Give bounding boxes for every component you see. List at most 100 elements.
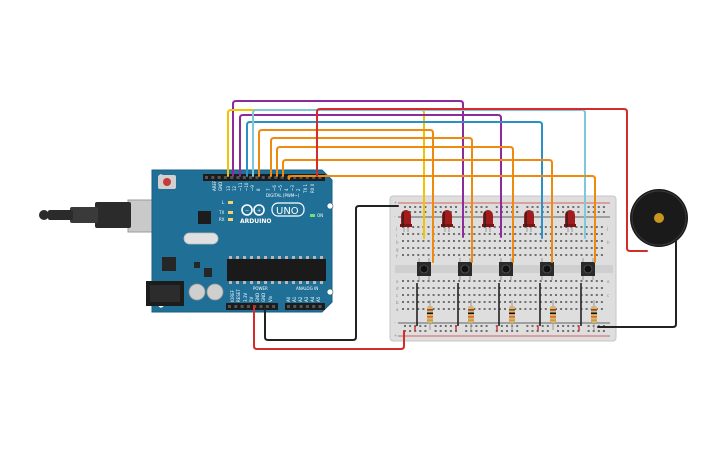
hole (590, 301, 593, 303)
rail-hole (465, 211, 468, 213)
header-pin (228, 305, 231, 308)
hole (493, 254, 496, 256)
chip-pin (299, 281, 302, 284)
hole (468, 287, 471, 289)
hole (437, 233, 440, 235)
hole (549, 301, 552, 303)
hole (453, 294, 455, 296)
hole (580, 254, 583, 256)
hole (458, 247, 461, 249)
piezo-buzzer[interactable] (630, 189, 688, 247)
rail-hole (424, 211, 427, 213)
hole (555, 233, 557, 235)
rail-hole (444, 206, 447, 208)
header-pin (259, 305, 263, 308)
rail-hole (480, 330, 483, 332)
hole (600, 233, 603, 235)
row-letter: j (395, 226, 397, 231)
hole (402, 280, 404, 282)
rail-hole (557, 211, 559, 213)
header-pin (305, 305, 309, 308)
hole (493, 247, 496, 249)
hole (544, 294, 547, 296)
hole (493, 233, 496, 235)
hole (473, 247, 476, 249)
hole (524, 287, 527, 289)
rail-hole (480, 211, 483, 213)
hole (570, 240, 573, 242)
hole (544, 233, 547, 235)
rail-hole (587, 211, 590, 213)
hole (473, 280, 476, 282)
hole (412, 254, 415, 256)
hole (534, 247, 537, 249)
hole (402, 240, 404, 242)
chip-pin (292, 281, 295, 284)
pin-label: AREF (212, 180, 217, 191)
pin-label: GND (261, 293, 266, 302)
hole (555, 254, 557, 256)
hole (560, 254, 563, 256)
hole (565, 308, 568, 310)
hole (539, 247, 542, 249)
rail-hole (434, 211, 437, 213)
hole (407, 287, 410, 289)
hole (544, 226, 547, 228)
breadboard-components (400, 210, 597, 331)
hole (468, 294, 471, 296)
hole (478, 233, 481, 235)
hole (575, 294, 578, 296)
capacitor-icon (188, 283, 206, 301)
chip-pin (236, 256, 239, 259)
pin-label: A5 (316, 296, 321, 302)
row-letter: c (396, 293, 398, 298)
hole (514, 254, 517, 256)
on-led-label: ON (317, 213, 323, 218)
hole (427, 247, 430, 249)
hole (555, 287, 557, 289)
resistor-band (550, 309, 556, 311)
hole (447, 254, 450, 256)
header-pin (249, 176, 253, 179)
chip-pin (285, 281, 288, 284)
hole (560, 280, 563, 282)
chip-pin (278, 256, 281, 259)
push-button (417, 258, 431, 280)
rail-hole (531, 330, 534, 332)
hole (447, 287, 450, 289)
hole (529, 301, 532, 303)
hole (463, 233, 466, 235)
hole (427, 240, 430, 242)
hole (534, 301, 537, 303)
rail-hole (572, 330, 575, 332)
header-pin (234, 305, 238, 308)
hole (478, 301, 481, 303)
rail-hole (439, 211, 442, 213)
rail-hole (500, 330, 503, 332)
wire-orange-5 (288, 175, 596, 263)
hole (509, 294, 512, 296)
hole (427, 233, 430, 235)
power-header-label: POWER (253, 286, 268, 291)
rail-hole (409, 206, 412, 208)
hole (560, 301, 563, 303)
hole (493, 226, 496, 228)
arduino-board[interactable]: AREF GND 13 12 ~11 ~10 ~9 8 7 ~6 ~5 4 ~3… (39, 169, 334, 313)
resistor (427, 300, 433, 330)
wire-purple (232, 100, 464, 238)
led-base (564, 224, 576, 227)
hole (412, 308, 415, 310)
hole (478, 294, 481, 296)
top-pin-labels: AREF GND 13 12 ~11 ~10 ~9 8 7 ~6 ~5 4 ~3… (212, 180, 315, 194)
hole (560, 240, 563, 242)
hole (585, 287, 588, 289)
hole (437, 240, 440, 242)
hole (555, 240, 557, 242)
hole (580, 247, 583, 249)
rail-hole (597, 206, 600, 208)
hole (575, 308, 578, 310)
resistor-band (550, 312, 556, 315)
pin-label: A3 (304, 296, 309, 302)
hole (600, 280, 603, 282)
rail-hole (516, 330, 519, 332)
